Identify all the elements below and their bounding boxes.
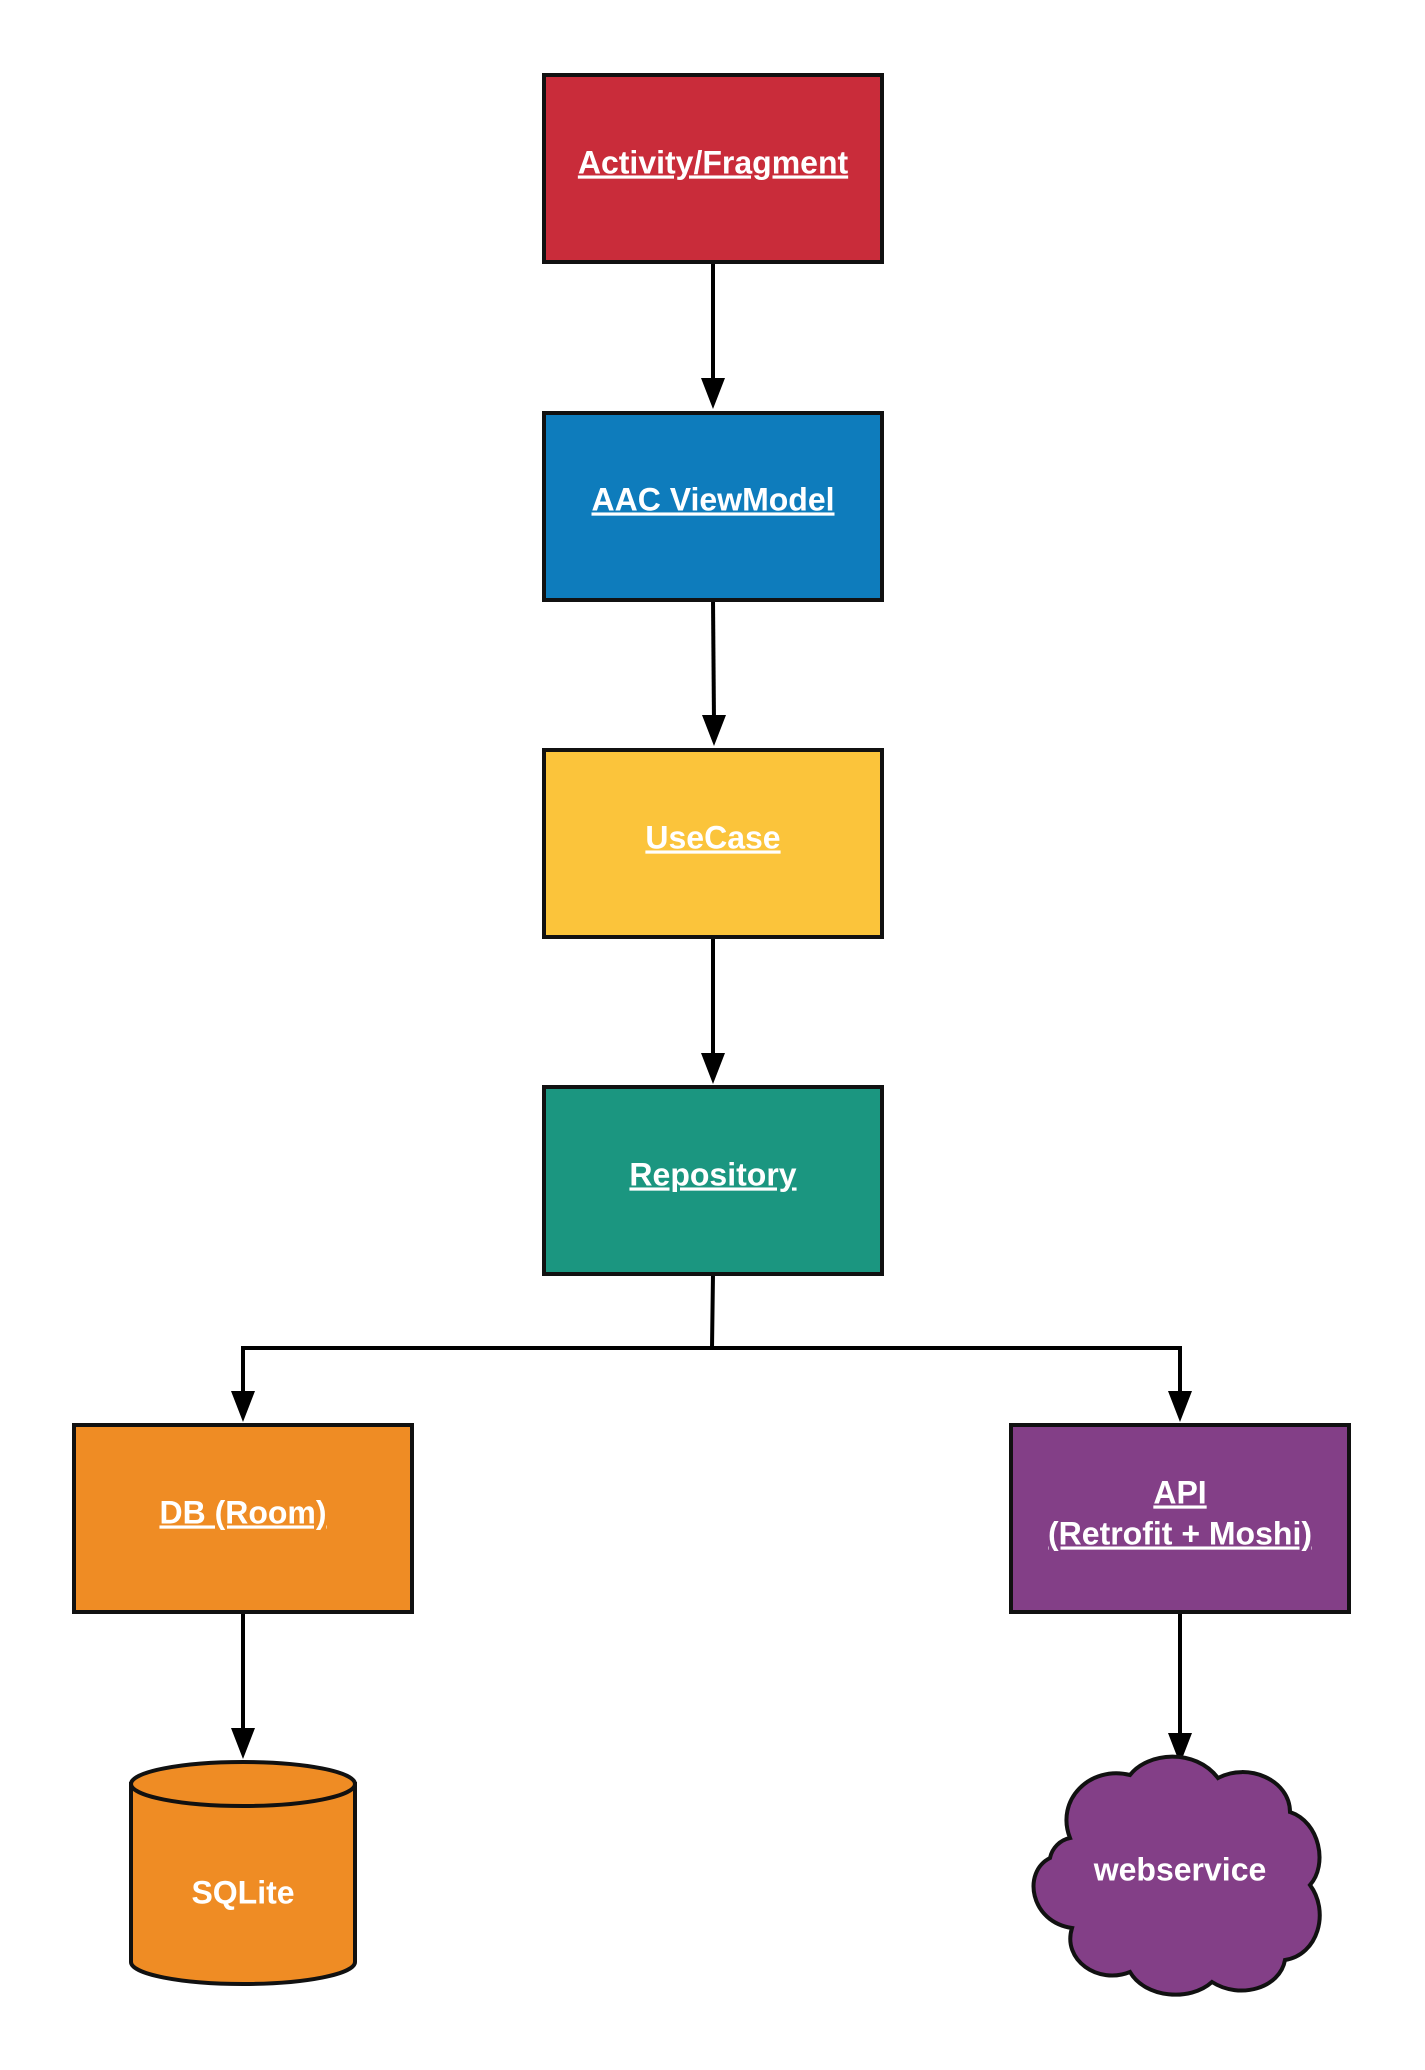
edge-usecase-to-repository bbox=[701, 937, 725, 1084]
edge-api-to-webservice bbox=[1168, 1612, 1192, 1764]
activity-fragment-label: Activity/Fragment bbox=[578, 144, 849, 180]
webservice-label: webservice bbox=[1093, 1851, 1267, 1887]
node-webservice[interactable]: webservice bbox=[1031, 1754, 1322, 1997]
api-label-line1: API bbox=[1153, 1474, 1206, 1510]
node-usecase[interactable]: UseCase bbox=[542, 748, 884, 939]
edge-activity-to-viewmodel bbox=[701, 262, 725, 409]
node-api[interactable]: API (Retrofit + Moshi) bbox=[1009, 1423, 1351, 1614]
aac-viewmodel-label: AAC ViewModel bbox=[592, 481, 835, 517]
aac-viewmodel-box bbox=[542, 411, 884, 602]
activity-fragment-box bbox=[542, 73, 884, 264]
sqlite-cylinder-top bbox=[129, 1760, 357, 1808]
edge-repository-to-api bbox=[712, 1346, 1192, 1422]
edge-repository-to-db bbox=[231, 1273, 715, 1422]
api-box bbox=[1009, 1423, 1351, 1614]
edge-db-to-sqlite bbox=[231, 1612, 255, 1759]
sqlite-cylinder-body bbox=[129, 1782, 357, 1986]
node-repository[interactable]: Repository bbox=[542, 1085, 884, 1276]
usecase-label: UseCase bbox=[645, 819, 780, 855]
node-sqlite[interactable]: SQLite bbox=[129, 1760, 357, 1986]
edge-viewmodel-to-usecase bbox=[702, 599, 726, 746]
node-aac-viewmodel[interactable]: AAC ViewModel bbox=[542, 411, 884, 602]
db-room-label: DB (Room) bbox=[159, 1494, 326, 1530]
repository-label: Repository bbox=[629, 1156, 796, 1192]
node-db-room[interactable]: DB (Room) bbox=[72, 1423, 414, 1614]
edges bbox=[231, 262, 1192, 1764]
sqlite-label: SQLite bbox=[191, 1874, 294, 1910]
repository-box bbox=[542, 1085, 884, 1276]
db-room-box bbox=[72, 1423, 414, 1614]
api-label-line2: (Retrofit + Moshi) bbox=[1048, 1515, 1312, 1551]
webservice-cloud-icon bbox=[1031, 1754, 1322, 1997]
node-activity-fragment[interactable]: Activity/Fragment bbox=[542, 73, 884, 264]
usecase-box bbox=[542, 748, 884, 939]
